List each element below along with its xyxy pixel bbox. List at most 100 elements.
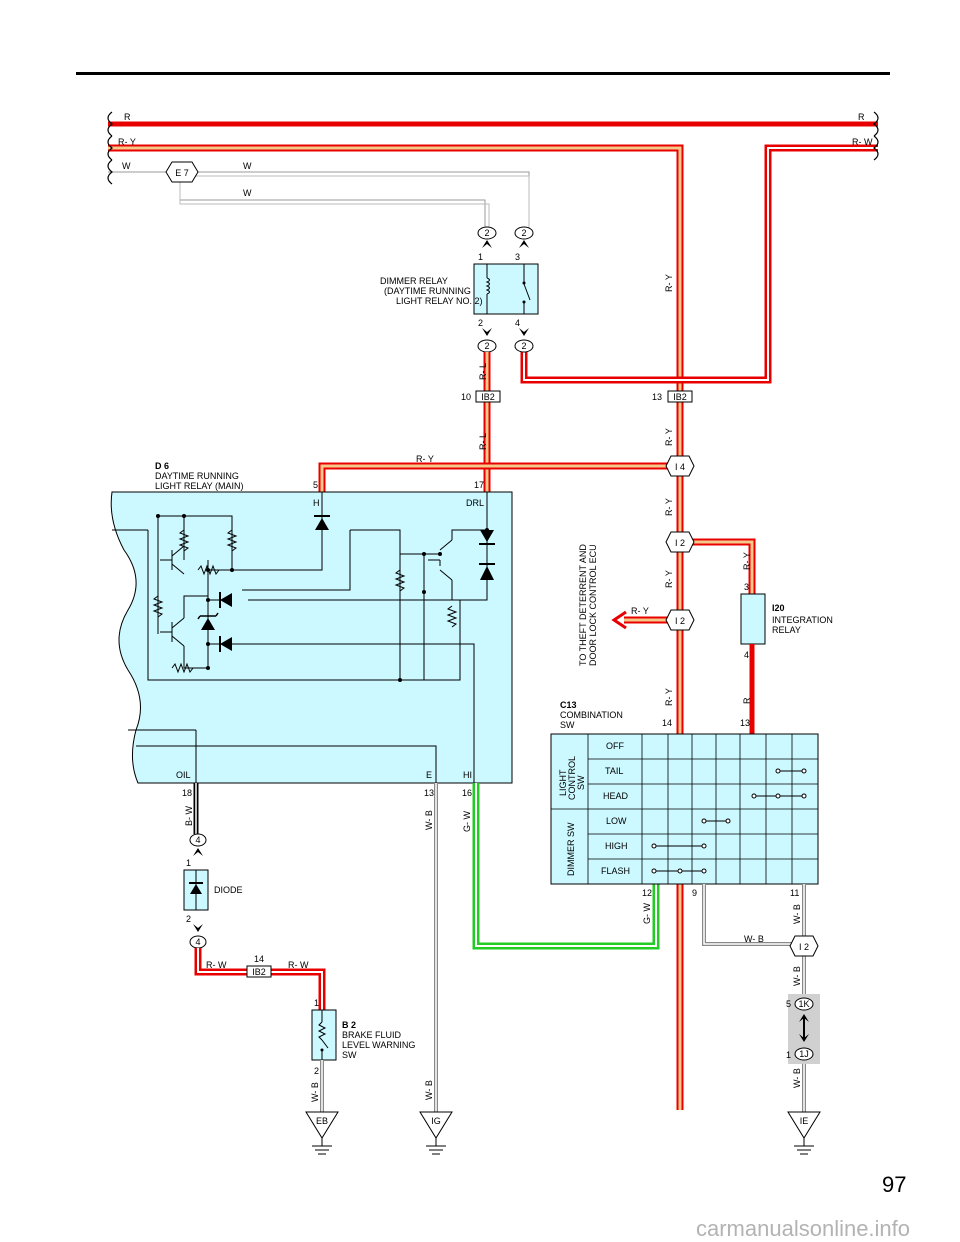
svg-text:4: 4 <box>195 835 200 845</box>
c13-light-label-2: CONTROL <box>567 756 577 800</box>
c13-label-2: SW <box>560 720 575 730</box>
c13-dimmer-label: DIMMER SW <box>566 822 576 876</box>
wire-label-rw-left: R- W <box>206 960 227 970</box>
connector-i2-upper: I 2 <box>665 531 695 553</box>
c13-row-off: OFF <box>606 741 624 751</box>
connector-i2-middle: I 2 <box>665 609 695 631</box>
c13-row-tail: TAIL <box>605 766 623 776</box>
wire-label-r-left: R <box>124 112 131 122</box>
page-number: 97 <box>882 1172 906 1197</box>
integration-relay-i20 <box>740 593 766 645</box>
connector-1k-1j: 1K 1J <box>788 994 820 1064</box>
theft-label-2: DOOR LOCK CONTROL ECU <box>588 544 598 666</box>
c13-light-label-3: SW <box>576 775 586 790</box>
wire-rw-dimmer <box>520 144 878 384</box>
wire-label-wb-c13-v3: W- B <box>792 1068 802 1088</box>
svg-text:I 2: I 2 <box>675 538 685 548</box>
ground-eb: EB <box>305 1111 339 1155</box>
connector-ib2-14: IB2 14 <box>246 954 272 978</box>
dimmer-relay: 2 2 1 3 2 4 2 2 <box>473 226 539 353</box>
svg-text:IG: IG <box>431 1116 441 1126</box>
svg-text:I 4: I 4 <box>675 462 685 472</box>
svg-text:1: 1 <box>478 252 483 262</box>
watermark: carmanualsonline.info <box>696 1216 910 1241</box>
i20-label-2: RELAY <box>772 625 801 635</box>
svg-text:IB2: IB2 <box>481 392 495 402</box>
brake-fluid-switch-b2 <box>311 1009 337 1061</box>
svg-text:13: 13 <box>652 392 662 402</box>
wire-label-ry-vert-3: R- Y <box>664 498 674 516</box>
diode-component <box>183 869 209 911</box>
svg-text:4: 4 <box>195 937 200 947</box>
svg-text:2: 2 <box>484 341 489 351</box>
wire-label-ry-vert-1: R- Y <box>664 274 674 292</box>
connector-e7: E 7 <box>165 161 199 183</box>
d6-code: D 6 <box>155 461 169 471</box>
connector-i4: I 4 <box>665 455 695 477</box>
c13-row-flash: FLASH <box>601 866 630 876</box>
dimmer-relay-label-3: LIGHT RELAY NO. 2) <box>396 296 483 306</box>
wire-gw <box>472 783 660 950</box>
wire-label-wb-c13-h: W- B <box>744 934 764 944</box>
wire-label-w-left: W <box>122 161 131 171</box>
wire-label-ry-top: R- Y <box>118 137 136 147</box>
svg-text:1J: 1J <box>799 1049 809 1059</box>
wire-label-ry-d6: R- Y <box>416 454 434 464</box>
connector-ib2-13: IB2 13 <box>652 390 693 403</box>
d6-pin-hi: HI <box>463 770 472 780</box>
svg-text:I 2: I 2 <box>675 616 685 626</box>
d6-pin-e: E <box>426 770 432 780</box>
d6-pin-5: 5 <box>313 480 318 490</box>
connector-4-lower: 4 <box>189 924 207 949</box>
b2-label-1: BRAKE FLUID <box>342 1030 402 1040</box>
svg-text:IB2: IB2 <box>673 392 687 402</box>
svg-text:EB: EB <box>316 1116 328 1126</box>
wire-label-wb-c13-v1: W- B <box>792 904 802 924</box>
wire-label-rw-right: R- W <box>288 960 309 970</box>
wire-label-ry-vert-2: R- Y <box>664 428 674 446</box>
wire-label-rw-top: R- W <box>852 137 873 147</box>
c13-pin-9: 9 <box>692 888 697 898</box>
svg-text:1K: 1K <box>798 999 809 1009</box>
b2-code: B 2 <box>342 1020 356 1030</box>
svg-text:IB2: IB2 <box>252 967 266 977</box>
b2-pin-2: 2 <box>314 1066 319 1076</box>
pin-1-1j: 1 <box>786 1050 791 1060</box>
wire-label-bw: B- W <box>184 805 194 826</box>
i20-label-1: INTEGRATION <box>772 615 833 625</box>
b2-pin-1: 1 <box>314 998 319 1008</box>
harness-brace-left <box>107 111 113 185</box>
svg-text:4: 4 <box>515 318 520 328</box>
c13-row-low: LOW <box>606 816 627 826</box>
c13-row-high: HIGH <box>605 841 628 851</box>
connector-4-upper: 4 <box>189 833 207 856</box>
wire-label-wb-ig: W- B <box>424 1080 434 1100</box>
svg-text:2: 2 <box>478 318 483 328</box>
combination-switch-c13 <box>550 733 819 885</box>
i20-pin-3: 3 <box>744 582 749 592</box>
d6-relay-body <box>110 491 513 784</box>
wire-label-w-mid: W <box>243 161 252 171</box>
i20-code: I20 <box>772 603 785 613</box>
harness-brace-right <box>873 111 879 161</box>
ground-ig: IG <box>419 1111 453 1155</box>
wire-label-rl-upper: R- L <box>478 363 488 380</box>
diode-pin-1: 1 <box>186 858 191 868</box>
wire-label-gw-right: G- W <box>642 903 652 924</box>
wire-ry-to-d6 <box>318 462 680 492</box>
wire-label-rl-lower: R- L <box>478 433 488 450</box>
wire-label-w-lower: W <box>243 188 252 198</box>
svg-text:IE: IE <box>800 1116 809 1126</box>
c13-pin-14: 14 <box>662 718 672 728</box>
svg-text:10: 10 <box>461 392 471 402</box>
d6-pin-16: 16 <box>462 788 472 798</box>
wire-label-wb-c13-v2: W- B <box>792 966 802 986</box>
theft-label-1: TO THEFT DETERRENT AND <box>578 544 588 666</box>
dimmer-relay-label-2: (DAYTIME RUNNING <box>384 286 471 296</box>
svg-text:I 2: I 2 <box>799 942 809 952</box>
d6-pin-18: 18 <box>182 788 192 798</box>
connector-ib2-10: IB2 10 <box>461 390 501 403</box>
c13-code: C13 <box>560 700 577 710</box>
wire-label-r-right: R <box>858 112 865 122</box>
